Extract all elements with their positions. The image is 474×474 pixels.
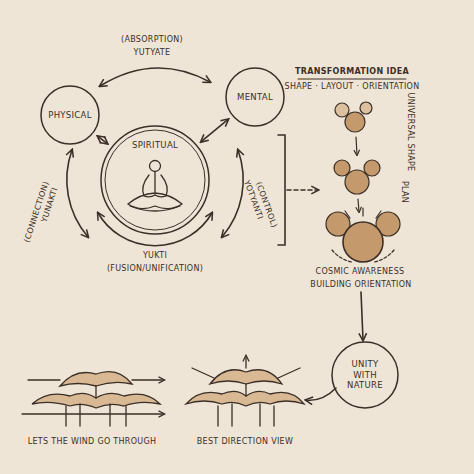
double-arrow	[98, 136, 108, 143]
annotation-label: PLAN	[400, 181, 408, 203]
flow-arrow	[306, 388, 336, 400]
shape-cluster	[326, 102, 400, 262]
underline	[298, 79, 406, 80]
node-label: UNITY WITH NATURE	[342, 359, 388, 391]
building-sketch	[22, 372, 164, 426]
cycle-arrow	[67, 150, 88, 237]
dashed-arrow	[287, 189, 318, 191]
concept-circle: MENTAL	[225, 67, 285, 127]
double-arrow	[201, 119, 228, 141]
flow-arrow	[361, 292, 363, 340]
building-sketch	[186, 356, 304, 426]
annotation-label: TRANSFORMATION IDEA	[295, 68, 409, 76]
annotation-label: LETS THE WIND GO THROUGH	[28, 438, 157, 446]
annotation-label: (FUSION/UNIFICATION)	[107, 265, 203, 273]
bracket	[278, 135, 285, 245]
annotation-label: UNIVERSAL SHAPE	[406, 93, 414, 172]
circle-outline	[101, 126, 209, 234]
circle-outline	[41, 86, 99, 144]
annotation-label: BUILDING ORIENTATION	[310, 281, 411, 289]
annotation-label: YUKTI	[143, 252, 167, 260]
annotation-label: BEST DIRECTION VIEW	[197, 438, 293, 446]
node-label: SPIRITUAL	[132, 140, 178, 151]
annotation-label: COSMIC AWARENESS	[316, 268, 405, 276]
circle-outline	[226, 68, 284, 126]
annotation-label: SHAPE · LAYOUT · ORIENTATION	[285, 83, 420, 91]
node-label: MENTAL	[237, 92, 273, 103]
circle-ring	[105, 130, 205, 230]
cycle-arrow	[98, 213, 212, 246]
node-label: PHYSICAL	[48, 110, 92, 121]
concept-circle: UNITY WITH NATURE	[331, 341, 399, 409]
concept-circle: PHYSICAL	[40, 85, 100, 145]
cycle-arrow	[222, 150, 243, 237]
annotation-label: YUTYATE	[134, 49, 171, 57]
annotation-label: (ABSORPTION)	[121, 36, 183, 44]
cycle-arrow	[100, 68, 210, 86]
circle-outline	[332, 342, 398, 408]
concept-circle: SPIRITUAL	[100, 125, 210, 235]
meditating-figure	[128, 161, 182, 212]
